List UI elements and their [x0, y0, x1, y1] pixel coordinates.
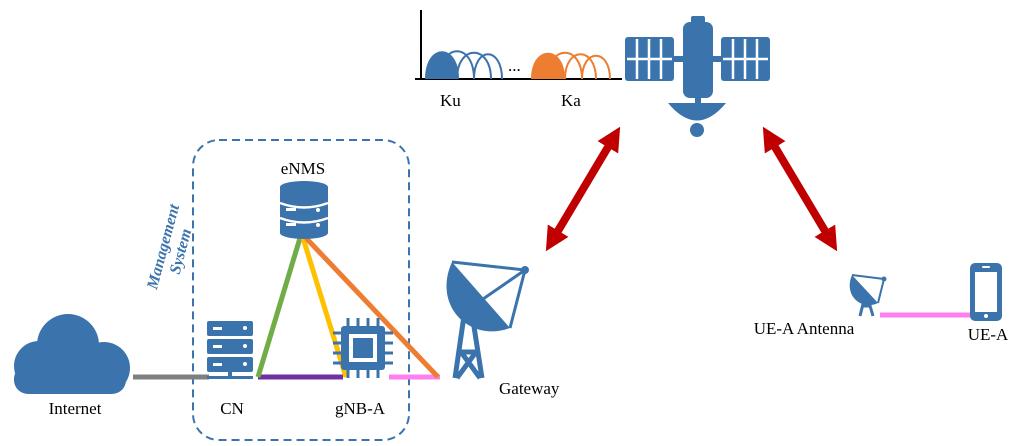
- spectrum-sketch: ... Ku Ka: [415, 10, 622, 110]
- satellite-dish-icon: [446, 260, 529, 380]
- ue-label: UE-A: [968, 325, 1009, 344]
- smartphone-icon: [970, 263, 1002, 321]
- cn-label: CN: [220, 399, 244, 418]
- ku-lobe: [439, 50, 475, 80]
- gateway-satellite-link-arrow: [545, 126, 621, 252]
- enms-cn-link: [255, 237, 303, 378]
- enms-gateway-link: [304, 236, 440, 379]
- ka-lobe: [531, 52, 565, 79]
- ka-lobe: [564, 53, 597, 80]
- spectrum-ellipsis: ...: [508, 56, 521, 75]
- ka-lobe: [581, 54, 611, 80]
- band-label-ka: Ka: [561, 91, 581, 110]
- chip-icon: [333, 318, 393, 378]
- ku-lobe: [473, 53, 503, 80]
- ku-lobe: [456, 51, 492, 80]
- cloud-icon: [14, 314, 130, 394]
- ka-lobe: [547, 51, 583, 80]
- band-label-ku: Ku: [440, 91, 461, 110]
- enms-label: eNMS: [281, 159, 325, 178]
- gateway-label: Gateway: [499, 379, 560, 398]
- satellite-icon: [625, 16, 770, 137]
- satellite-ue-link-arrow: [762, 126, 838, 252]
- server-icon: [207, 321, 253, 379]
- internet-label: Internet: [49, 399, 102, 418]
- gnb-label: gNB-A: [335, 399, 386, 418]
- ue-antenna-label: UE-A Antenna: [754, 319, 855, 338]
- database-icon: [279, 181, 329, 239]
- management-system-box: [192, 139, 410, 441]
- small-dish-icon: [849, 274, 887, 317]
